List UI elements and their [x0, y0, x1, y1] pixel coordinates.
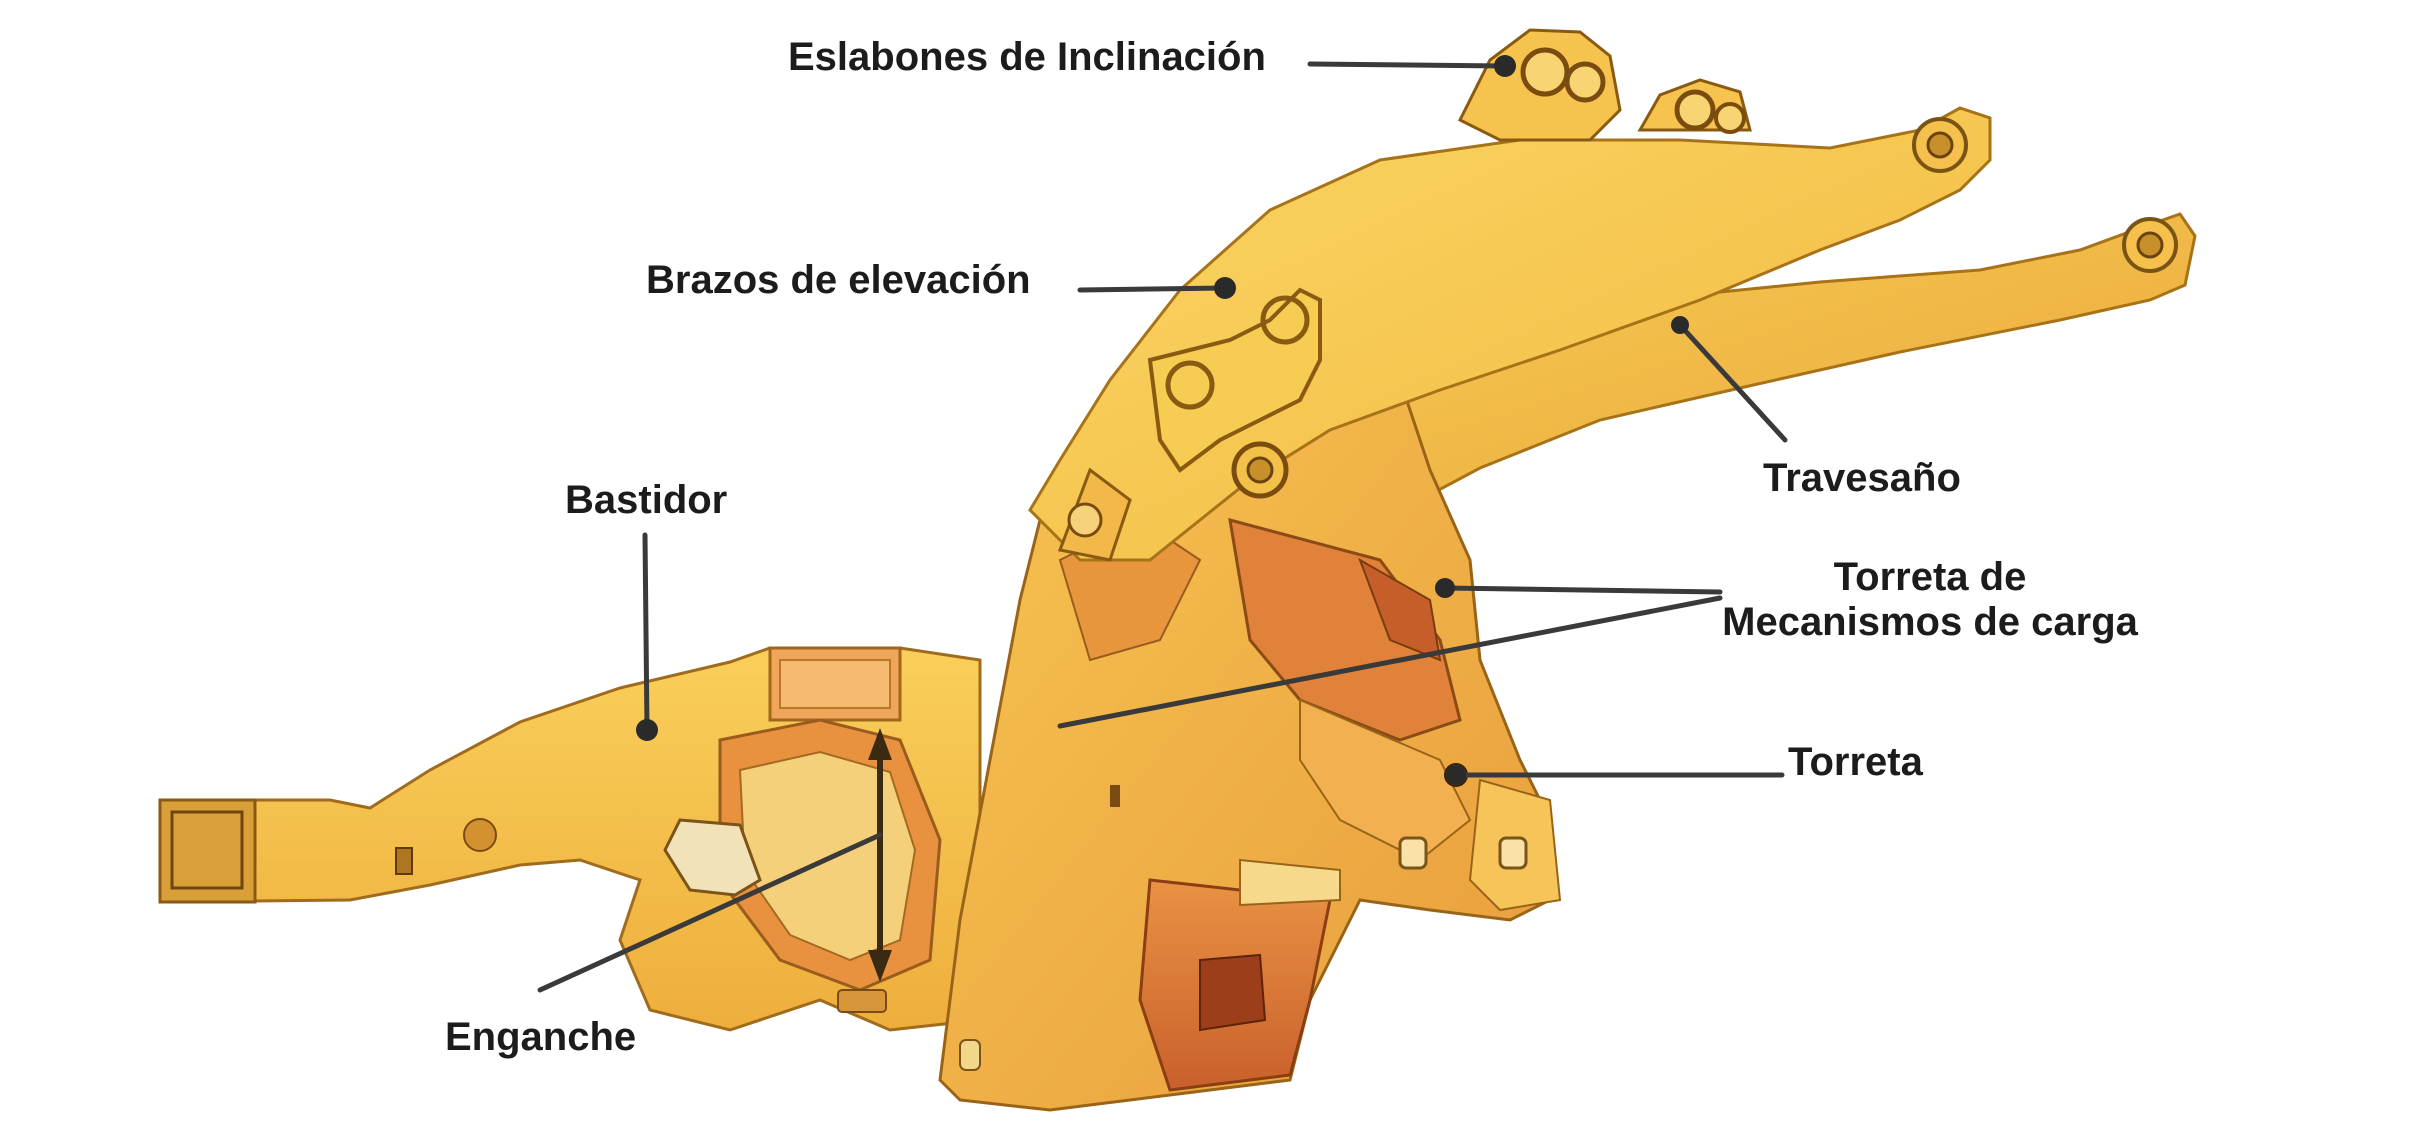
leader-line-eslabones [1307, 61, 1508, 69]
label-enganche: Enganche [445, 1015, 637, 1059]
label-brazos-de-elevacion: Brazos de elevación [646, 258, 1031, 302]
label-torreta-de-mecanismos-line-1: Torreta de [1833, 555, 2027, 599]
leader-line-torreta-mecanismos-1 [1442, 585, 1723, 595]
leader-dots [636, 55, 1689, 785]
label-eslabones-de-inclinacion: Eslabones de Inclinación [788, 35, 1266, 79]
label-bastidor: Bastidor [565, 478, 728, 522]
leader-line-travesano [1677, 322, 1788, 443]
label-travesano: Travesaño [1763, 456, 1961, 500]
leader-line-enganche [537, 832, 883, 993]
front-lift-arm [1028, 106, 1992, 562]
label-torreta-de-mecanismos-de-carga: Torreta de Mecanismos de carga [1690, 555, 2170, 645]
leader-line-torreta-mecanismos-2 [1057, 595, 1723, 729]
leader-line-brazos [1077, 285, 1228, 293]
leader-line-bastidor [642, 532, 650, 733]
leader-lines [537, 61, 1788, 993]
tilt-links [1457, 28, 1752, 142]
rear-frame [158, 646, 982, 1032]
label-torreta: Torreta [1788, 740, 1923, 784]
label-torreta-de-mecanismos-line-2: Mecanismos de carga [1722, 599, 2138, 644]
